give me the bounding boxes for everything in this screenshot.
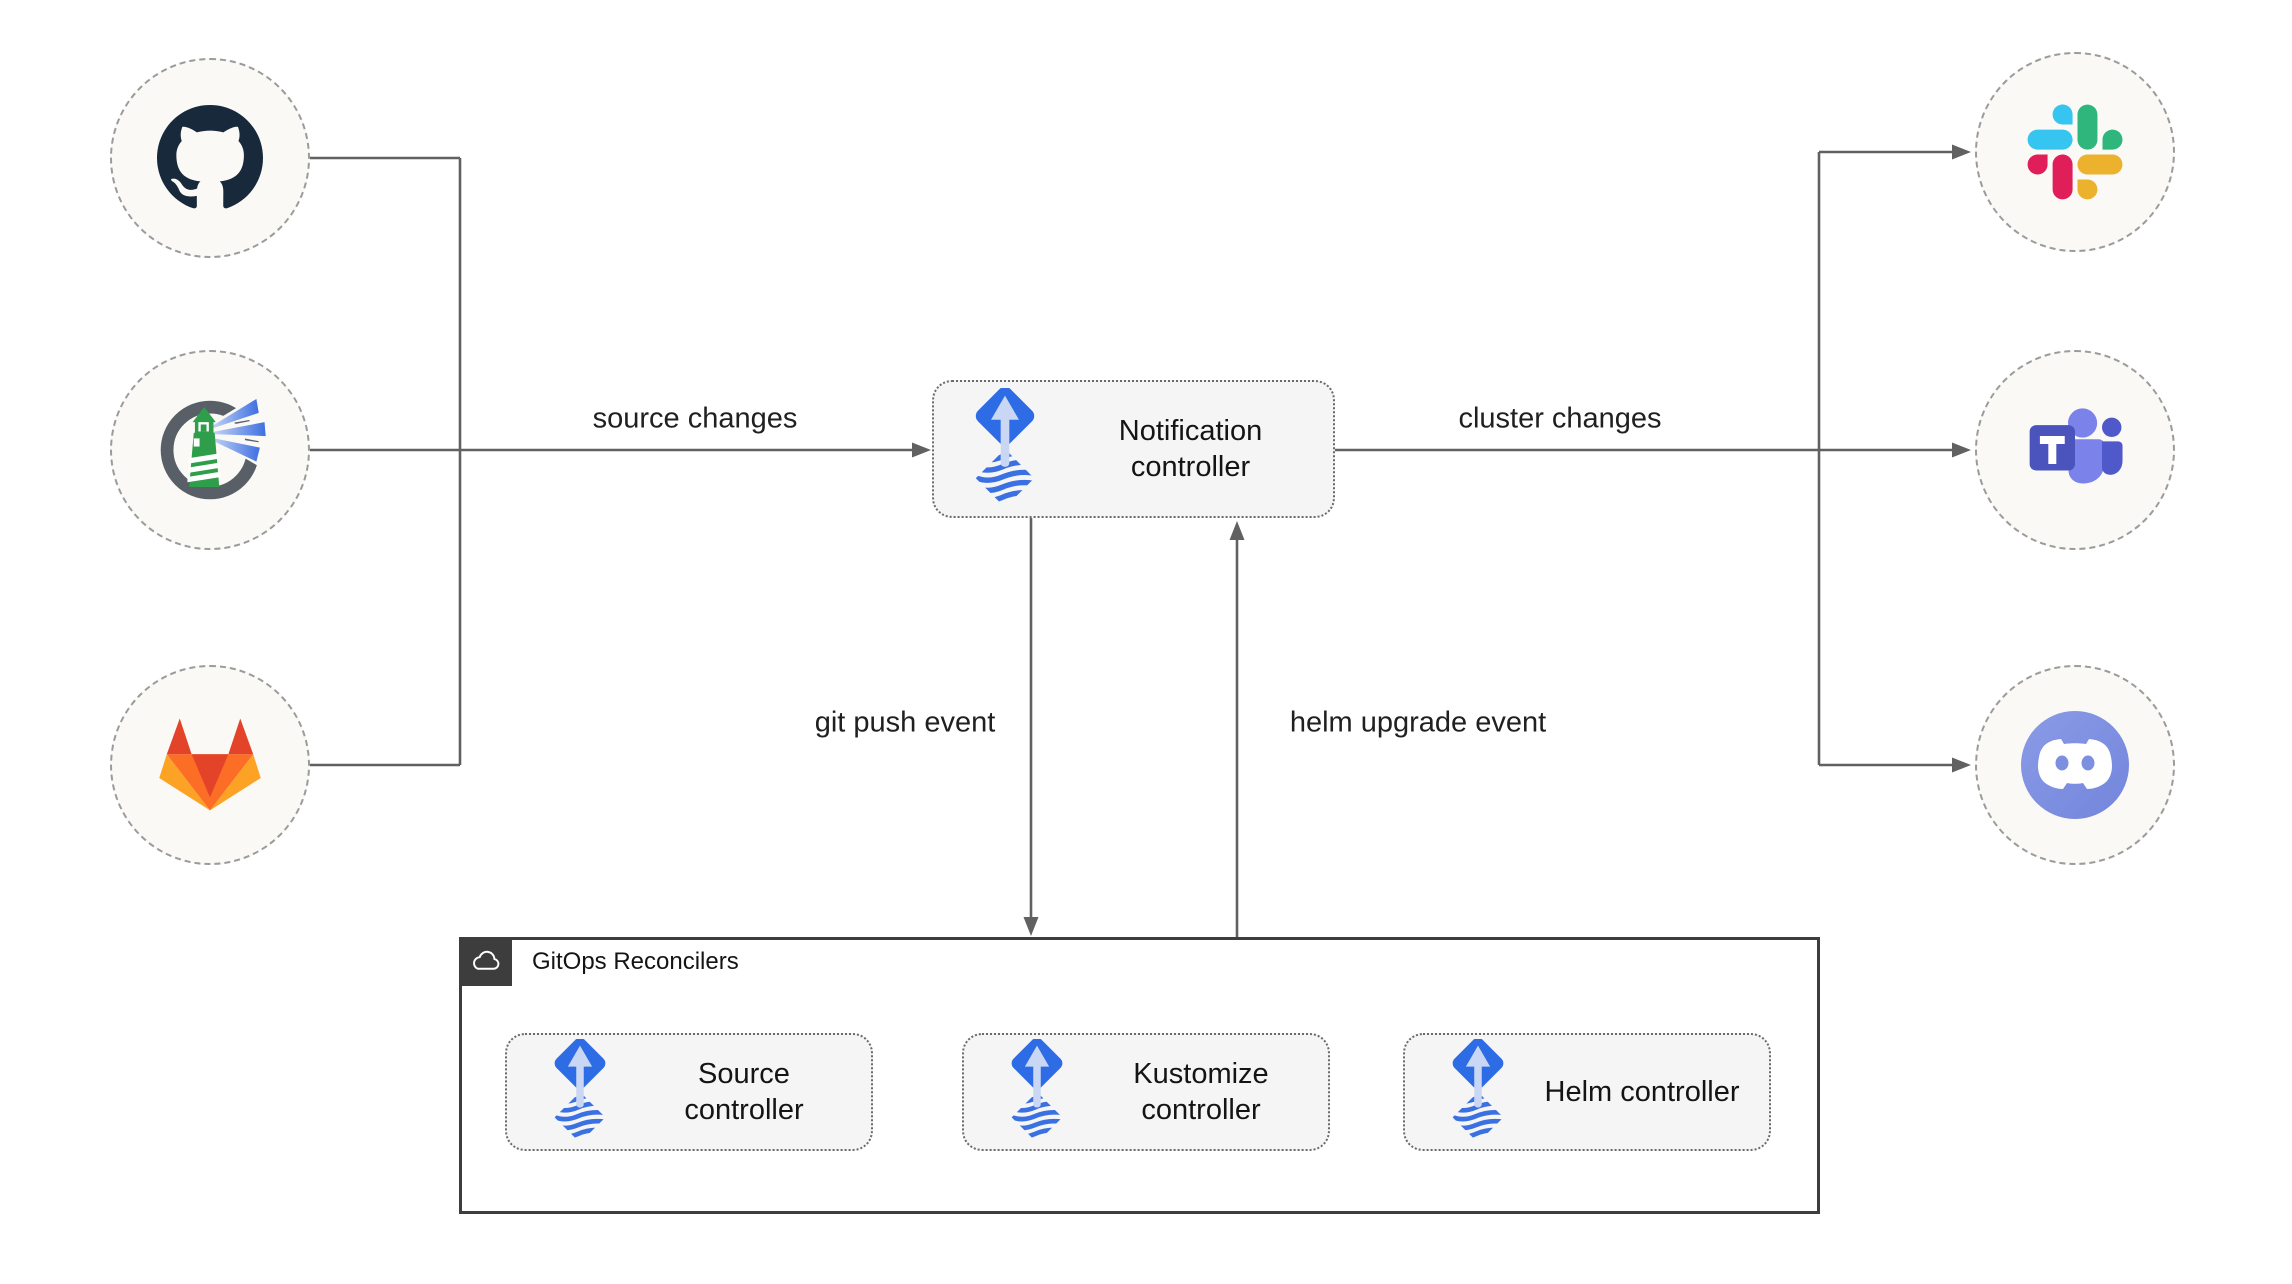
kustomize-controller-label: Kustomize controller (1133, 1058, 1269, 1126)
source-controller-label: Source controller (684, 1058, 804, 1126)
edge-label-helm-upgrade-event: helm upgrade event (1289, 706, 1547, 739)
edge-label-git-push-event: git push event (814, 706, 996, 739)
flux-icon (962, 388, 1048, 510)
connector-bus-to-slack (1819, 144, 1971, 160)
github-icon (157, 105, 263, 209)
flux-icon (543, 1039, 617, 1145)
source-node-harbor[interactable] (110, 350, 310, 550)
connector-source-changes (310, 442, 931, 458)
flux-icon (1441, 1039, 1515, 1145)
cloud-icon (472, 950, 499, 970)
node-helm-controller[interactable]: Helm controller (1403, 1033, 1771, 1151)
connector-git-push-event (1023, 518, 1039, 936)
source-node-github[interactable] (110, 58, 310, 258)
source-node-gitlab[interactable] (110, 665, 310, 865)
connector-bus-to-discord (1819, 757, 1971, 773)
edge-label-cluster-changes: cluster changes (1458, 402, 1662, 435)
teams-icon (2029, 408, 2123, 484)
edge-label-source-changes: source changes (592, 402, 798, 435)
target-node-teams[interactable] (1975, 350, 2175, 550)
discord-icon (2021, 711, 2129, 819)
harbor-icon (160, 393, 268, 500)
gitlab-icon (159, 718, 261, 811)
node-source-controller[interactable]: Source controller (505, 1033, 873, 1151)
flux-icon (1000, 1039, 1074, 1145)
node-kustomize-controller[interactable]: Kustomize controller (962, 1033, 1330, 1151)
node-notification-controller[interactable]: Notification controller (932, 380, 1335, 518)
target-node-discord[interactable] (1975, 665, 2175, 865)
connector-cluster-changes (1335, 442, 1971, 458)
group-badge (459, 937, 512, 986)
helm-controller-label: Helm controller (1544, 1076, 1740, 1108)
connector-helm-upgrade-event (1229, 521, 1245, 937)
group-title: GitOps Reconcilers (532, 948, 739, 975)
notification-controller-label: Notification controller (1118, 415, 1263, 483)
target-node-slack[interactable] (1975, 52, 2175, 252)
slack-icon (2027, 104, 2123, 200)
